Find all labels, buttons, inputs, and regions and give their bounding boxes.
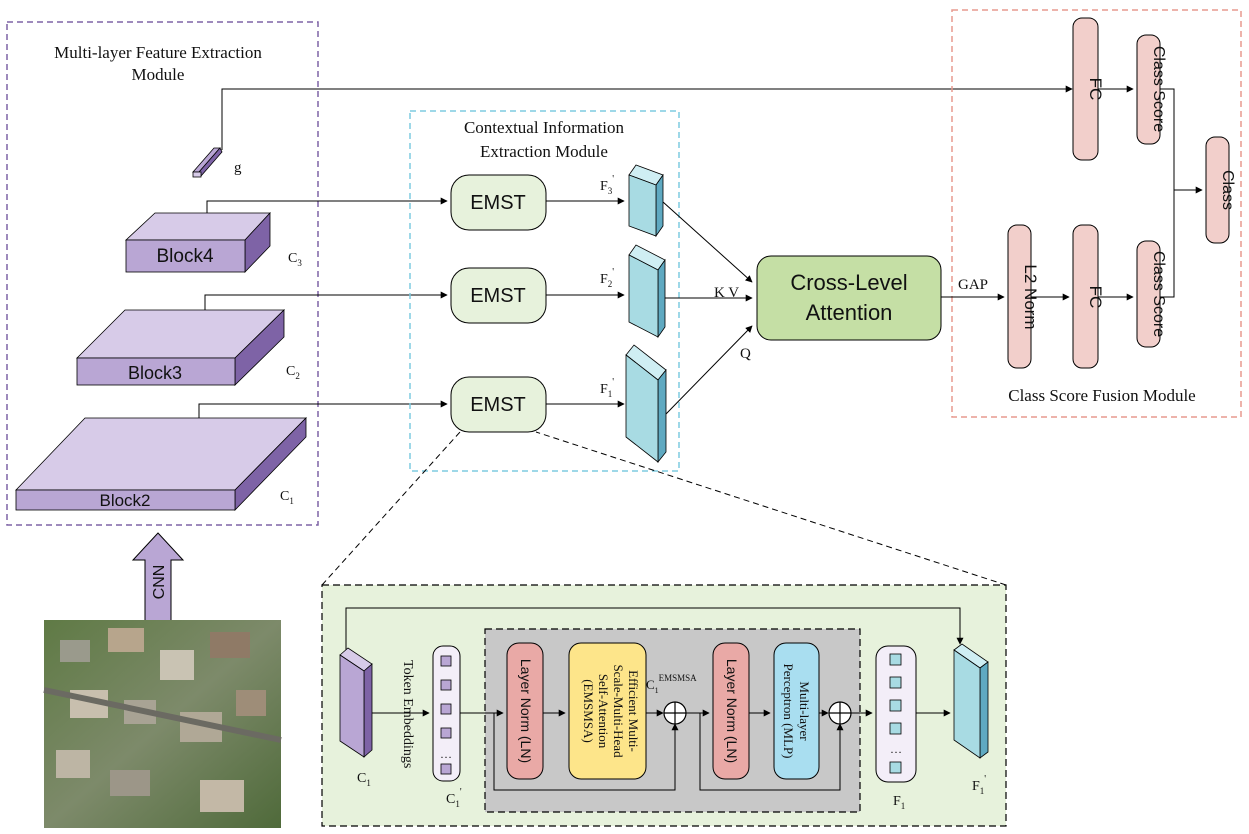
- class-score-box-bottom: [1136, 240, 1161, 348]
- token-embeddings-label: Token Embeddings: [400, 660, 415, 768]
- layer-norm-1: [506, 642, 544, 780]
- f2-label: F2': [600, 267, 614, 289]
- f2-feature-map: [628, 244, 666, 339]
- emsmsa-box: [568, 642, 647, 780]
- contextual-title-2: Extraction Module: [480, 142, 608, 161]
- add-circle-1: [663, 701, 687, 725]
- c1-label: C1: [280, 489, 294, 506]
- add-circle-2: [828, 701, 852, 725]
- class-score-label-bottom: Class Score: [1150, 251, 1167, 337]
- svg-text:Self-Attention: Self-Attention: [596, 674, 611, 749]
- contextual-module-frame: [409, 110, 680, 472]
- class-score-label-top: Class Score: [1150, 46, 1167, 132]
- gap-label: GAP: [958, 277, 988, 293]
- residual-2-arrow: [699, 713, 844, 791]
- g-label: g: [234, 160, 242, 176]
- class-box: [1205, 136, 1230, 244]
- attention-line2: Attention: [806, 300, 893, 325]
- detail-f1p-map: [953, 643, 989, 759]
- ellipsis-1: …: [440, 747, 452, 761]
- c2-label: C2: [286, 364, 300, 381]
- f1-to-attention-arrow: [665, 325, 753, 415]
- block3-to-emst-arrow: [204, 291, 448, 310]
- svg-text:Multi-layer: Multi-layer: [797, 681, 812, 741]
- feature-extraction-title: Multi-layer Feature Extraction: [54, 43, 262, 62]
- ellipsis-2: …: [890, 742, 902, 756]
- zoom-line-right: [535, 431, 1007, 586]
- kv-label: K V: [714, 285, 739, 301]
- c1-emsmsa-label: C1EMSMSA: [646, 673, 697, 695]
- block4-label: Block4: [156, 246, 213, 267]
- block4-to-emst-arrow: [206, 197, 448, 213]
- emst-label-1: EMST: [470, 394, 526, 416]
- attention-line1: Cross-Level: [790, 270, 907, 295]
- f1-feature-map: [625, 344, 667, 464]
- contextual-title: Contextual Information: [464, 118, 625, 137]
- cnn-arrow: [131, 532, 185, 623]
- fc-label-bottom: FC: [1086, 286, 1105, 309]
- emst-label-2: EMST: [470, 285, 526, 307]
- emst-label-3: EMST: [470, 192, 526, 214]
- fusion-module-frame: [951, 9, 1242, 418]
- score-merge-lines: [1160, 88, 1175, 298]
- f3-to-attention-arrow: [662, 201, 753, 283]
- cross-level-attention-box: [756, 255, 942, 341]
- class-label: Class: [1219, 170, 1236, 210]
- l2norm-label: L2 Norm: [1021, 264, 1040, 329]
- emst-box-3: [450, 174, 547, 231]
- detail-f1-tokens: [875, 645, 917, 783]
- svg-text:Scale-Multi-Head: Scale-Multi-Head: [611, 664, 626, 758]
- block4: [124, 211, 271, 273]
- mlp-text: Multi-layer Perceptron (MLP): [781, 664, 812, 759]
- c3-label: C3: [288, 251, 302, 268]
- mlp-box: [773, 642, 820, 780]
- cnn-label: CNN: [151, 565, 168, 600]
- layer-norm-2-label: Layer Norm (LN): [724, 659, 740, 763]
- f1-label: F1': [600, 377, 614, 399]
- aerial-input-image: [43, 620, 282, 828]
- q-label: Q: [740, 346, 751, 362]
- f3-feature-map: [628, 164, 664, 238]
- fc-label-top: FC: [1086, 78, 1105, 101]
- feature-extraction-title-2: Module: [132, 65, 185, 84]
- detail-f1p-label: F1': [972, 774, 986, 796]
- svg-text:(EMSMSA): (EMSMSA): [581, 679, 596, 743]
- zoom-line-left: [321, 431, 461, 586]
- g-vector: [192, 147, 223, 178]
- detail-c1-label: C1: [357, 771, 371, 788]
- fusion-title: Class Score Fusion Module: [1008, 386, 1195, 405]
- layer-norm-2: [712, 642, 750, 780]
- detail-c1p-label: C1': [446, 787, 462, 809]
- layer-norm-1-label: Layer Norm (LN): [518, 659, 534, 763]
- emsmsa-text: Efficient Multi- Scale-Multi-Head Self-A…: [581, 664, 641, 758]
- block3-label: Block3: [128, 363, 182, 383]
- svg-text:Perceptron (MLP): Perceptron (MLP): [781, 664, 796, 759]
- feature-extraction-module-frame: [6, 21, 319, 526]
- g-to-fc-arrow: [221, 85, 1073, 150]
- block2: [15, 417, 307, 511]
- block2-label: Block2: [99, 491, 150, 510]
- f3-label: F3': [600, 174, 614, 196]
- block3: [76, 309, 285, 386]
- detail-skip-arrow: [345, 607, 964, 655]
- detail-c1-map: [339, 647, 373, 758]
- detail-f1-label: F1: [893, 794, 905, 811]
- residual-1-arrow: [493, 713, 679, 791]
- svg-text:Efficient Multi-: Efficient Multi-: [626, 670, 641, 752]
- block2-to-emst-arrow: [198, 400, 448, 418]
